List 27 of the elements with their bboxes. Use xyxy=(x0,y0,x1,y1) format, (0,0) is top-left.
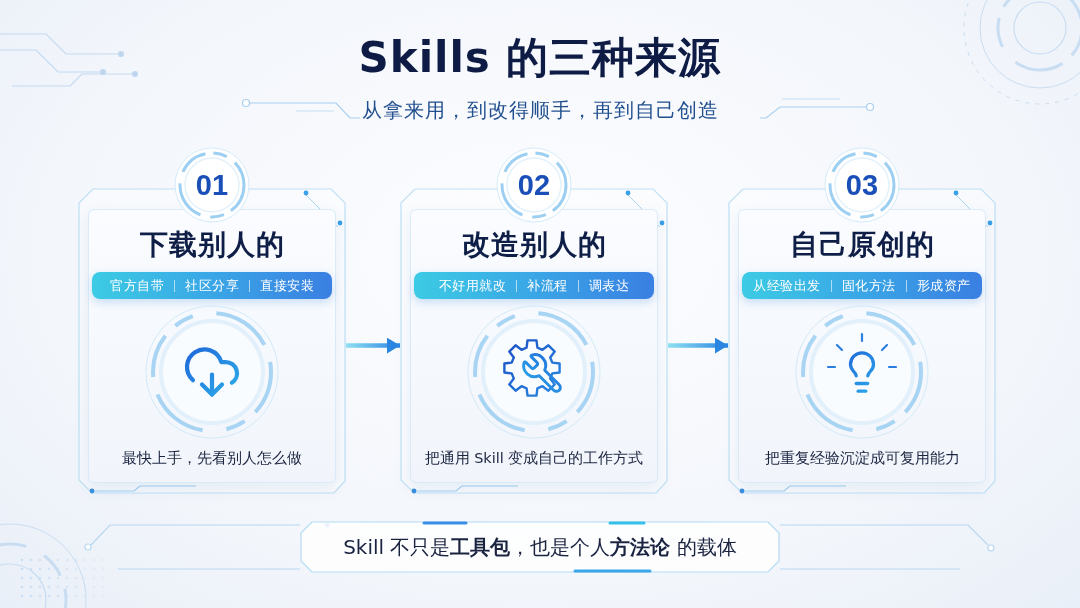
step-number: 02 xyxy=(517,169,551,201)
card-description: 最快上手，先看别人怎么做 xyxy=(122,449,302,468)
step-number: 01 xyxy=(195,169,229,201)
tag-bar xyxy=(742,272,982,299)
tag-bar xyxy=(92,272,332,299)
arrow xyxy=(668,337,728,354)
tag-text: 官方自带 xyxy=(110,276,164,295)
tag-text: 调表达 xyxy=(588,276,630,295)
tag-text: 形成资产 xyxy=(916,276,971,295)
tag-text: 直接安装 xyxy=(260,276,314,295)
tag-text: 补流程 xyxy=(527,276,568,295)
summary-text: Skill 不只是工具包，也是个人方法论 的载体 xyxy=(343,534,737,561)
tag-text: 固化方法 xyxy=(841,276,896,295)
card-heading: 下载别人的 xyxy=(139,227,285,263)
tag-text: 社区分享 xyxy=(185,276,239,295)
subtitle: 从拿来用，到改得顺手，再到自己创造 xyxy=(361,97,719,123)
title: Skills 的三种来源 xyxy=(358,32,722,84)
card-heading: 自己原创的 xyxy=(789,227,935,263)
summary-banner xyxy=(300,521,780,573)
tag-bar xyxy=(414,272,654,299)
arrow xyxy=(346,337,400,354)
card-description: 把通用 Skill 变成自己的工作方式 xyxy=(424,449,644,468)
card-description: 把重复经验沉淀成可复用能力 xyxy=(764,449,960,468)
step-number: 03 xyxy=(845,169,879,201)
tag-text: 从经验出发 xyxy=(753,276,821,295)
tag-text: 不好用就改 xyxy=(438,276,507,295)
card-heading: 改造别人的 xyxy=(461,227,607,263)
